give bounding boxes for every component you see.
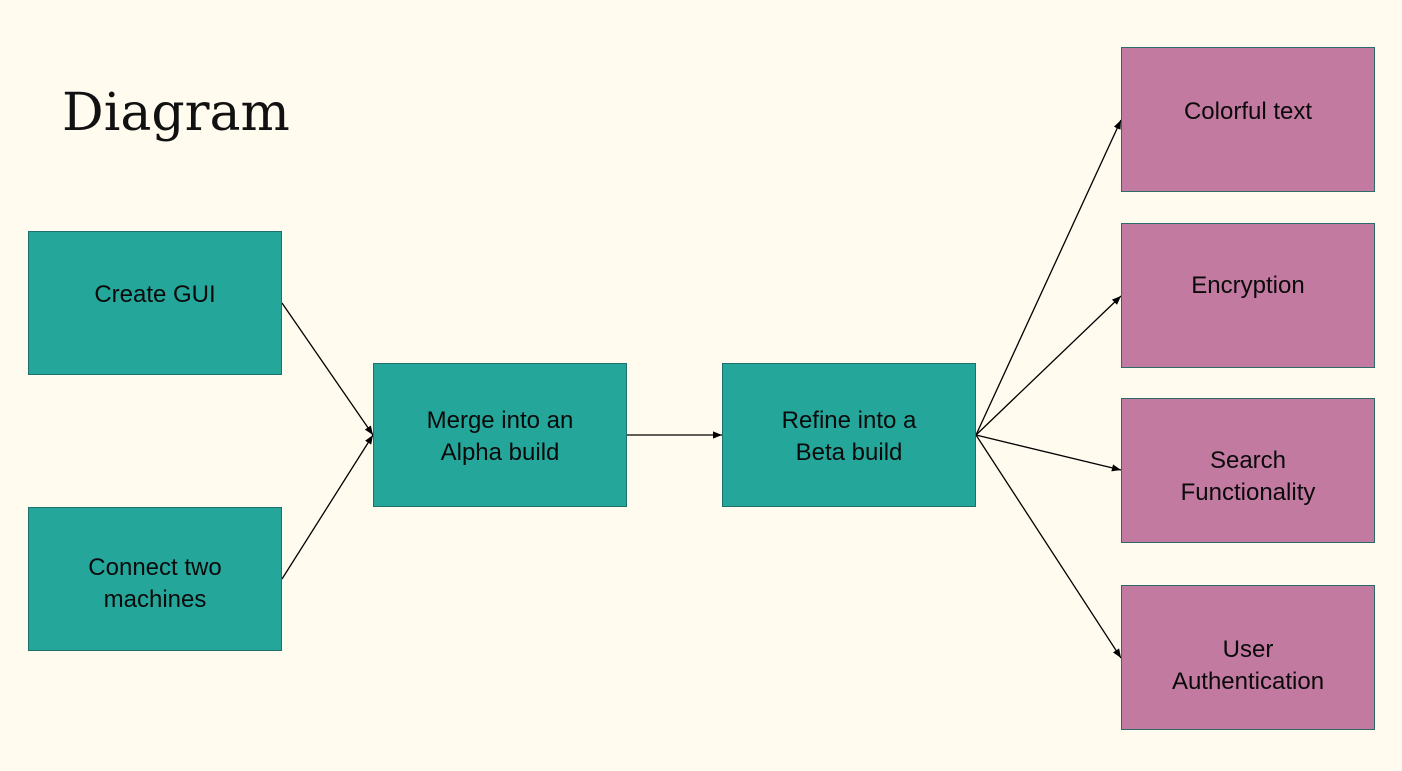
edge-connect-to-merge <box>281 434 374 580</box>
node-refine-beta-label: Refine into a Beta build <box>781 407 917 466</box>
node-connect-machines-label: Connect two machines <box>88 554 222 613</box>
node-connect-machines: Connect two machines <box>28 507 282 651</box>
edge-refine-to-search <box>975 434 1122 472</box>
node-refine-beta: Refine into a Beta build <box>722 363 976 507</box>
node-encryption-label: Encryption <box>1191 271 1305 299</box>
node-colorful-text-label: Colorful text <box>1183 97 1313 125</box>
node-search-functionality: Search Functionality <box>1121 398 1375 543</box>
node-create-gui: Create GUI <box>28 231 282 375</box>
diagram-title: Diagram <box>62 83 290 143</box>
node-merge-alpha: Merge into an Alpha build <box>373 363 627 507</box>
node-user-authentication-label: User Authentication <box>1171 635 1325 695</box>
node-merge-alpha-label: Merge into an Alpha build <box>426 407 574 466</box>
node-search-functionality-label: Search Functionality <box>1180 446 1316 506</box>
node-user-authentication: User Authentication <box>1121 585 1375 730</box>
node-encryption: Encryption <box>1121 223 1375 368</box>
node-create-gui-label: Create GUI <box>94 281 216 308</box>
edge-refine-to-encryption <box>975 295 1122 436</box>
edge-refine-to-colorful <box>975 119 1122 436</box>
edge-refine-to-user-auth <box>975 434 1122 659</box>
node-colorful-text: Colorful text <box>1121 47 1375 192</box>
edge-create-to-merge <box>281 302 374 436</box>
